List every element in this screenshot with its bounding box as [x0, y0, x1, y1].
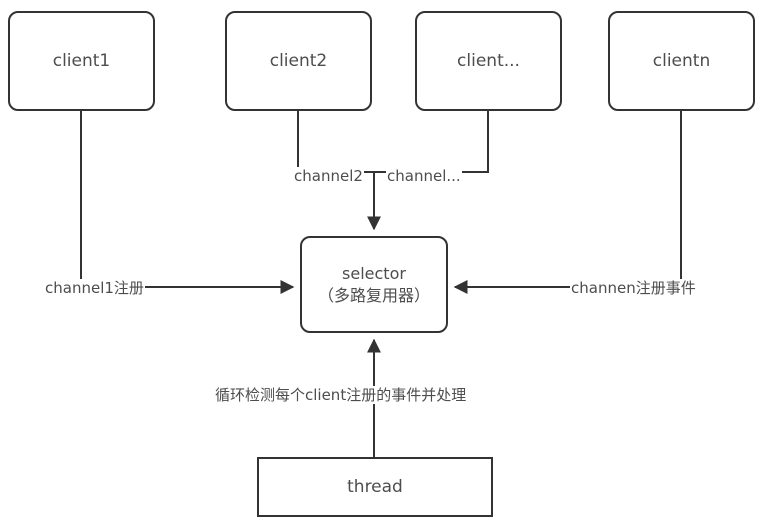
node-client-ellipsis-label: client... — [457, 50, 520, 71]
node-clientn[interactable]: clientn — [608, 11, 755, 111]
edge-label-channel-ellipsis: channel... — [386, 167, 462, 185]
edge-label-thread-loop: 循环检测每个client注册的事件并处理 — [214, 386, 468, 404]
node-selector-label: selector （多路复用器） — [317, 263, 430, 305]
edge-label-channeln: channen注册事件 — [570, 279, 697, 297]
node-client1-label: client1 — [52, 50, 111, 71]
node-client-ellipsis[interactable]: client... — [415, 11, 562, 111]
node-thread-label: thread — [347, 476, 403, 497]
connector-client1-selector — [80, 111, 295, 294]
node-client2-label: client2 — [269, 50, 328, 71]
connector-client2-selector — [297, 111, 374, 173]
node-selector[interactable]: selector （多路复用器） — [300, 236, 448, 333]
node-client2[interactable]: client2 — [225, 11, 372, 111]
edge-label-channel2: channel2 — [293, 167, 364, 185]
node-thread[interactable]: thread — [257, 457, 493, 517]
connector-clientdots-selector — [374, 111, 489, 173]
edge-label-channel1: channel1注册 — [44, 279, 145, 297]
node-client1[interactable]: client1 — [8, 11, 155, 111]
node-clientn-label: clientn — [652, 50, 711, 71]
